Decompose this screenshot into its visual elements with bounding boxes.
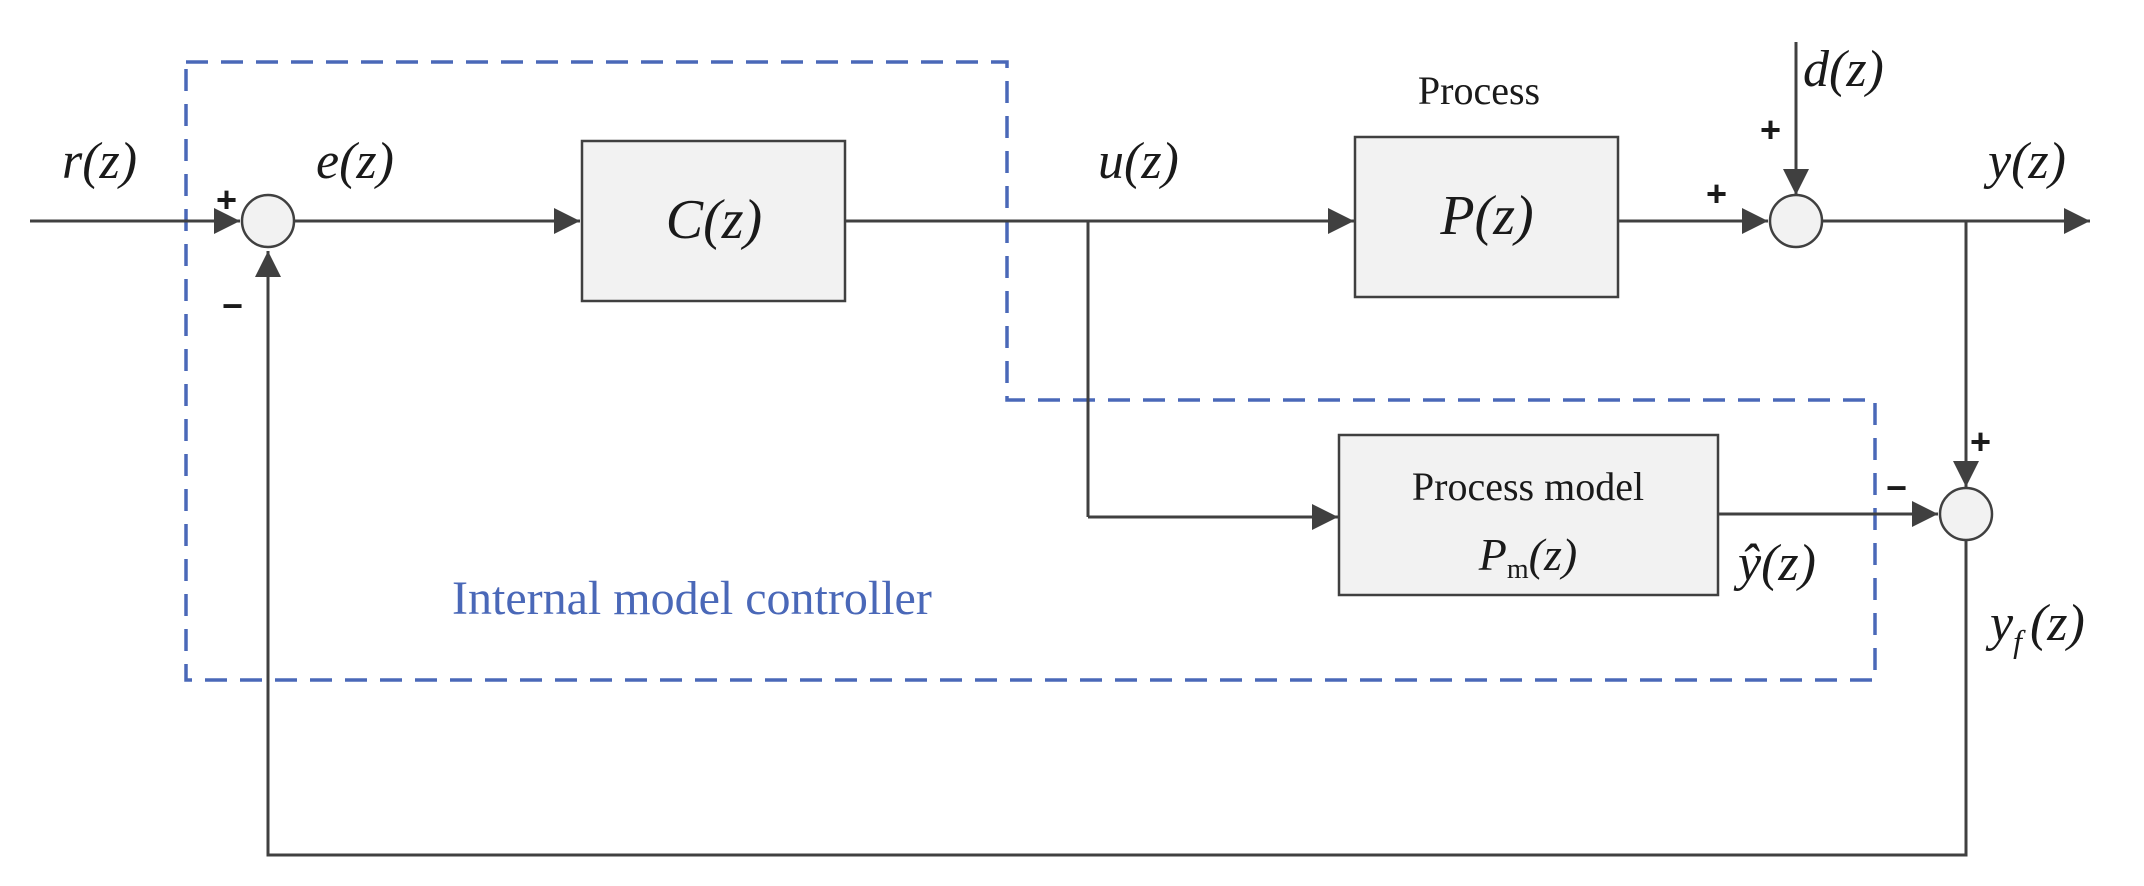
signal-yhat-label: ŷ(z) bbox=[1733, 535, 1816, 592]
signal-r-label: r(z) bbox=[62, 133, 137, 190]
sign-minus-feedback: − bbox=[222, 285, 243, 326]
internal-model-controller-label: Internal model controller bbox=[452, 572, 932, 625]
summing-junction-error bbox=[240, 193, 296, 249]
process-model-block bbox=[1337, 433, 1720, 597]
summing-junction-disturbance bbox=[1768, 193, 1824, 249]
signal-d-label: d(z) bbox=[1803, 41, 1884, 98]
signal-y-label: y(z) bbox=[1983, 133, 2066, 190]
process-title: Process bbox=[1418, 68, 1540, 113]
sign-plus-y: + bbox=[1970, 421, 1991, 462]
summing-junction-feedback bbox=[1938, 486, 1994, 542]
internal-model-region bbox=[184, 60, 1877, 682]
controller-block bbox=[580, 139, 847, 303]
wire-feedback bbox=[255, 251, 1968, 857]
process-model-title: Process model bbox=[1412, 464, 1644, 509]
signal-yf-label: yf(z) bbox=[1985, 595, 2085, 659]
sign-plus-disturbance: + bbox=[1760, 109, 1781, 150]
sign-plus-r: + bbox=[216, 179, 237, 220]
process-label: P(z) bbox=[1439, 185, 1533, 247]
sign-plus-process: + bbox=[1706, 173, 1727, 214]
sign-minus-yhat: − bbox=[1886, 467, 1907, 508]
signal-u-label: u(z) bbox=[1098, 133, 1179, 190]
process-model-label: Pm(z) bbox=[1478, 529, 1577, 585]
process-block bbox=[1353, 135, 1620, 299]
signal-e-label: e(z) bbox=[316, 133, 394, 190]
controller-label: C(z) bbox=[666, 189, 762, 251]
